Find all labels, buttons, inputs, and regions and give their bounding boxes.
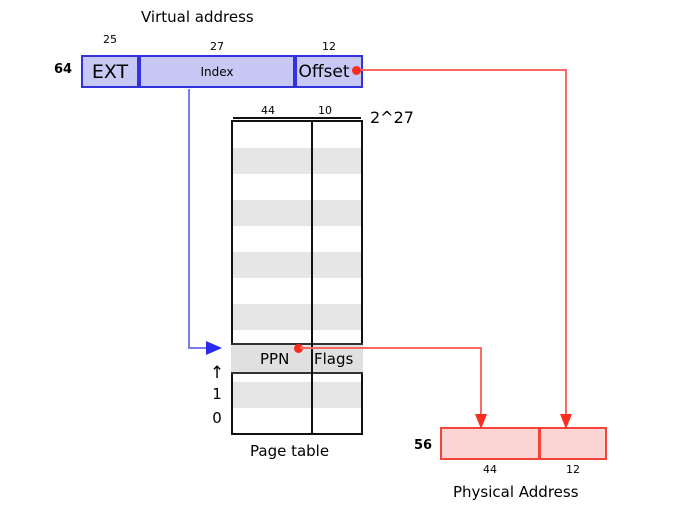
pt-row-index-1: 1 bbox=[212, 385, 222, 403]
pa-bits-offset: 12 bbox=[566, 463, 580, 476]
pt-row-index-0: 0 bbox=[212, 409, 222, 427]
physical-address-caption: Physical Address bbox=[453, 483, 579, 501]
offset-source-dot bbox=[352, 66, 361, 75]
pt-band bbox=[233, 304, 361, 330]
page-table-caption: Page table bbox=[250, 442, 330, 460]
va-bits-ext: 25 bbox=[103, 33, 117, 46]
va-segment-offset-label: Offset bbox=[298, 61, 350, 82]
va-segment-ext[interactable]: EXT bbox=[81, 55, 139, 88]
ppn-source-dot bbox=[294, 344, 303, 353]
va-segment-offset[interactable]: Offset bbox=[295, 55, 363, 88]
va-total-bits: 64 bbox=[54, 62, 73, 77]
pt-band bbox=[233, 252, 361, 278]
pt-entry-count-label: 2^27 bbox=[370, 108, 414, 127]
va-bits-index: 27 bbox=[210, 40, 224, 53]
pt-band bbox=[233, 200, 361, 226]
pa-segment-offset[interactable] bbox=[539, 427, 607, 460]
pa-segment-ppn[interactable] bbox=[440, 427, 540, 460]
va-segment-index-label: Index bbox=[200, 64, 234, 79]
pt-column-bits-flags: 10 bbox=[318, 104, 332, 117]
pa-bits-ppn: 44 bbox=[483, 463, 497, 476]
va-segment-index[interactable]: Index bbox=[139, 55, 295, 88]
va-bits-offset: 12 bbox=[322, 40, 336, 53]
pa-total-bits: 56 bbox=[414, 438, 433, 453]
va-segment-ext-label: EXT bbox=[91, 60, 129, 83]
wire-index-to-page-table bbox=[188, 89, 222, 355]
pt-entry-ppn-label: PPN bbox=[260, 349, 290, 368]
pt-entry-flags-label: Flags bbox=[314, 349, 354, 368]
pt-band bbox=[233, 148, 361, 174]
virtual-address-title: Virtual address bbox=[141, 8, 254, 26]
pt-index-up-arrow: ↑ bbox=[209, 363, 225, 383]
pt-band bbox=[233, 382, 361, 408]
pt-column-divider bbox=[311, 122, 313, 433]
pt-column-bits-ppn: 44 bbox=[261, 104, 275, 117]
page-table[interactable]: PPN Flags bbox=[231, 120, 363, 435]
